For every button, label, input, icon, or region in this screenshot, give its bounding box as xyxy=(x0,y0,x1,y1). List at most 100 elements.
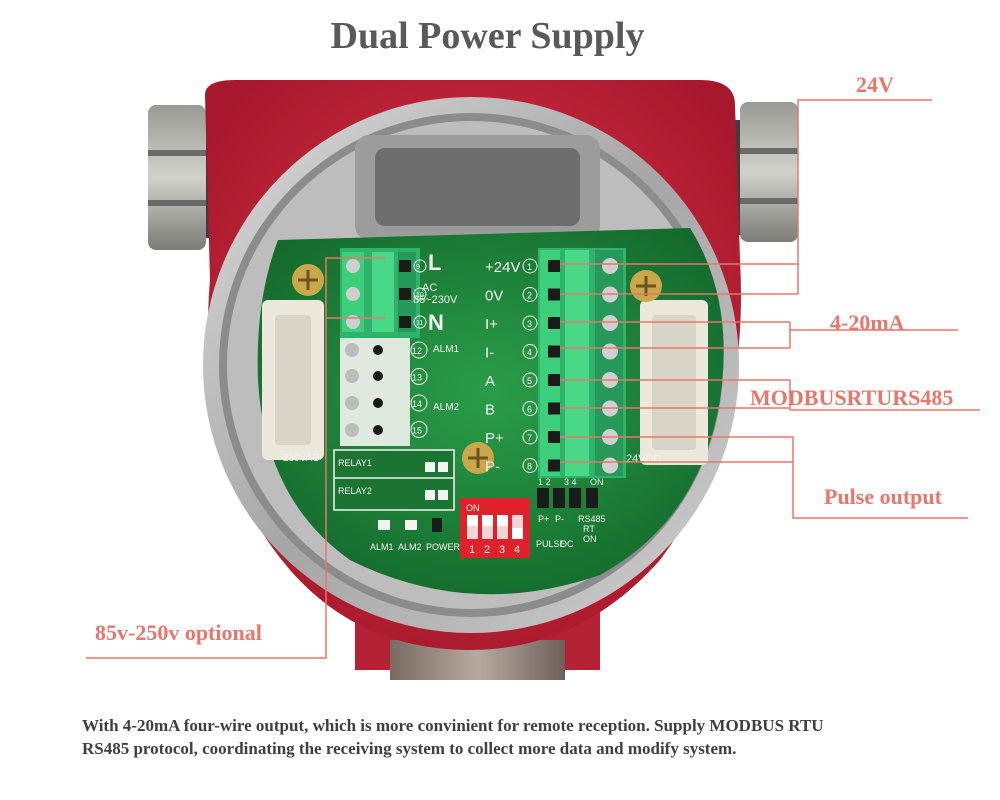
terminal-label: I- xyxy=(485,345,494,362)
terminal-number-ring xyxy=(522,258,538,274)
terminal-number-ring xyxy=(522,372,538,388)
alarm-terminal-number-ring xyxy=(410,394,428,412)
callout-ac-range: 85v-250v optional xyxy=(95,620,262,645)
pcb-label-led-alm2: ALM2 xyxy=(398,542,422,552)
alarm-terminal-number-ring xyxy=(410,368,428,385)
pcb-label-l: L xyxy=(428,250,441,275)
terminal-screw xyxy=(602,258,618,274)
terminal-hole xyxy=(548,260,560,272)
alarm-terminal-number: 14 xyxy=(412,399,422,409)
led-alm2 xyxy=(405,520,417,530)
terminal-number-ring xyxy=(522,315,538,331)
terminal-number-ring xyxy=(522,401,538,416)
terminal-label: P- xyxy=(485,459,500,476)
pcb-label-n: N xyxy=(428,310,444,335)
caption-line-1: With 4-20mA four-wire output, which is m… xyxy=(82,716,824,735)
alarm-terminal-number: 12 xyxy=(412,346,422,356)
terminal-hole xyxy=(548,459,560,472)
screw-left xyxy=(292,264,324,296)
dip-number: 3 xyxy=(499,544,505,556)
jumper-top-label: ON xyxy=(590,477,604,487)
callout-24v: 24V xyxy=(856,72,894,97)
description-caption: With 4-20mA four-wire output, which is m… xyxy=(82,714,992,760)
pcb-label-vdc: 24VDC xyxy=(626,453,662,465)
terminal-label: I+ xyxy=(485,316,498,333)
terminal-number: 4 xyxy=(527,348,532,358)
power-terminal-block xyxy=(340,248,420,338)
pcb-label-vac: 230VAC xyxy=(283,453,320,464)
terminal-hole xyxy=(548,402,560,415)
terminal-hole xyxy=(548,345,560,358)
alarm-terminal-number-ring xyxy=(410,341,428,359)
terminal-label: P+ xyxy=(485,430,504,447)
power-terminal-number-ring xyxy=(413,287,427,301)
dip-number: 4 xyxy=(514,544,520,556)
alarm-terminals xyxy=(340,338,410,446)
dip-number: 2 xyxy=(484,544,490,556)
jumper-label: RS485 xyxy=(578,514,606,524)
pcb-label-alm1: ALM1 xyxy=(433,344,460,355)
terminal-screw xyxy=(602,315,618,331)
power-terminal-number-ring xyxy=(413,259,427,273)
screw-center xyxy=(462,442,494,474)
terminal-number: 1 xyxy=(527,262,532,272)
terminal-hole xyxy=(548,431,560,443)
jumper-top-label: 3 4 xyxy=(564,477,577,487)
pcb-label-ac-range: 85~230V xyxy=(413,294,458,306)
pcb-label-ac: AC xyxy=(422,282,437,294)
power-terminal-number-ring xyxy=(413,315,427,329)
power-terminal-number: 10 xyxy=(416,292,424,299)
led-alm1 xyxy=(378,520,390,530)
terminal-screw xyxy=(602,343,618,360)
jumper-block xyxy=(537,488,598,508)
terminal-number: 2 xyxy=(527,291,532,301)
terminal-label: 0V xyxy=(485,288,503,305)
terminal-label: +24V xyxy=(485,259,520,276)
terminal-number: 3 xyxy=(527,319,532,329)
jumper-label: PULSE xyxy=(536,539,566,549)
jumper-label: P- xyxy=(555,514,564,524)
terminal-hole xyxy=(548,374,560,386)
alarm-terminal-number: 15 xyxy=(412,426,422,436)
terminal-number-ring xyxy=(522,458,538,473)
jumper-top-label: 1 2 xyxy=(538,477,551,487)
jumper-label: RT xyxy=(583,524,595,534)
pcb-label-alm2: ALM2 xyxy=(433,402,460,413)
callout-modbus: MODBUSRTURS485 xyxy=(750,385,954,410)
pcb-label-relay2: RELAY2 xyxy=(338,486,372,496)
left-plug xyxy=(262,300,324,460)
led-power xyxy=(432,518,442,532)
pcb-label-led-power: POWER xyxy=(426,542,461,552)
jumper-label: ON xyxy=(583,534,597,544)
power-terminal-number: 9 xyxy=(416,264,420,271)
terminal-number-ring xyxy=(522,287,538,302)
terminal-number-ring xyxy=(522,429,538,445)
alarm-terminal-number: 13 xyxy=(412,373,422,383)
right-plug xyxy=(640,300,708,465)
pcb-label-led-alm1: ALM1 xyxy=(370,542,394,552)
jumper-label: P+ xyxy=(538,514,549,524)
terminal-number-ring xyxy=(522,344,538,359)
callout-4-20ma: 4-20mA xyxy=(830,310,905,335)
terminal-number: 8 xyxy=(527,462,532,472)
caption-line-2: RS485 protocol, coordinating the receivi… xyxy=(82,739,737,758)
alarm-terminal-number-ring xyxy=(410,421,428,438)
callout-lines xyxy=(86,99,980,659)
terminal-number: 5 xyxy=(527,376,532,386)
terminal-hole xyxy=(548,288,560,301)
terminal-hole xyxy=(548,317,560,329)
dip-label-on: ON xyxy=(466,503,480,513)
terminal-number: 7 xyxy=(527,433,532,443)
jumper-label: OC xyxy=(560,539,574,549)
power-terminal-number: 11 xyxy=(416,320,423,327)
pcb-label-relay1: RELAY1 xyxy=(338,458,372,468)
dip-switch[interactable] xyxy=(460,498,530,558)
page-title: Dual Power Supply xyxy=(330,15,645,57)
terminal-label: B xyxy=(485,402,495,419)
terminal-label: A xyxy=(485,373,495,390)
dip-number: 1 xyxy=(469,544,475,556)
callout-pulse-output: Pulse output xyxy=(824,484,942,509)
terminal-number: 6 xyxy=(527,405,532,415)
terminal-screw xyxy=(602,457,618,474)
